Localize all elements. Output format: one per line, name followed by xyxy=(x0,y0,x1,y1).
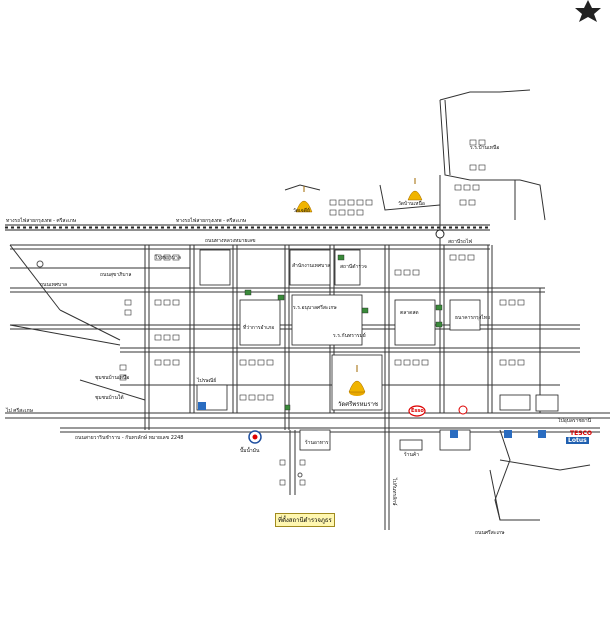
road-left-mid-label: ถนนสุขาภิบาล xyxy=(100,272,132,278)
station-icon xyxy=(435,229,445,239)
temple-top2-label: วัดบ้านเหนือ xyxy=(398,201,425,207)
railway xyxy=(5,224,490,231)
office1-label: สำนักงานเทศบาล xyxy=(292,263,331,269)
lotus-brand: Lotus xyxy=(566,437,589,444)
area1-label: ชุมชนบ้านใต้ xyxy=(95,395,124,401)
school1-label: ร.ร.อนุบาลศรีสะเกษ xyxy=(293,305,337,311)
temple-center-label: วัดศรีพรหมราช xyxy=(338,401,379,408)
rail-mid-label: ทางรถไฟสายกรุงเทพ - ศรีสะเกษ xyxy=(176,218,247,224)
bank-logo-icon xyxy=(198,402,546,438)
temple-center-icon xyxy=(348,365,366,396)
office2-label: สถานีตำรวจ xyxy=(340,264,367,270)
temple-top2-icon xyxy=(407,178,423,201)
target-location-label: ที่ตั้งสถานีตำรวจภูธร xyxy=(275,513,335,527)
tesco-brand: TESCO xyxy=(570,430,593,437)
roundabout-icon xyxy=(36,260,44,268)
esso-logo-icon xyxy=(408,405,426,417)
road-south2-label: ถนนศรีสะเกษ xyxy=(475,530,505,536)
bank-label: ธนาคารกรุงไทย xyxy=(455,315,491,321)
gas-label: ปั๊มน้ำมัน xyxy=(240,448,260,454)
highway-right-label: ไปอุบลราชธานี xyxy=(558,418,592,424)
node-icon xyxy=(297,472,303,478)
esso-brand: Esso xyxy=(411,408,424,414)
shell-logo-icon xyxy=(458,405,468,415)
market-label: ตลาดสด xyxy=(400,310,419,316)
temple-top-icon xyxy=(295,186,313,213)
temple-top-label: วัดเจดีย์ xyxy=(293,208,310,214)
road-bottom-left-label: ถนนสายวารินชำราบ - กันทรลักษ์ หมายเลข 22… xyxy=(75,435,184,441)
hospital-label: โรงพยาบาล xyxy=(155,255,181,261)
area2-label: ชุมชนบ้านเหนือ xyxy=(95,375,130,381)
school2-label: ร.ร.กันทรารมย์ xyxy=(333,333,366,339)
rail-left-label: ทางรถไฟสายกรุงเทพ - ศรีสะเกษ xyxy=(6,218,77,224)
marker-icons xyxy=(244,254,443,411)
school3-label: ร.ร.บ้านเหนือ xyxy=(470,145,500,151)
shop2-label: ร้านอาหาร xyxy=(305,440,329,446)
ptt-logo-icon xyxy=(248,430,262,444)
buildings xyxy=(196,249,559,451)
road-south-label: ไปกันทรลักษ์ xyxy=(391,478,397,506)
post-label: ไปรษณีย์ xyxy=(197,378,217,384)
highway-left-label: ไป ศรีสะเกษ xyxy=(6,408,33,414)
small-buildings xyxy=(119,139,525,486)
office3-label: ที่ว่าการอำเภอ xyxy=(243,325,275,331)
road-top-left-label: ถนนทางหลวงหมายเลข xyxy=(205,238,256,244)
north-star-icon xyxy=(575,0,601,22)
shop1-label: ร้านค้า xyxy=(404,452,420,458)
road-left-main-label: ถนนเทศบาล xyxy=(40,282,68,288)
station-label: สถานีรถไฟ xyxy=(448,239,473,245)
